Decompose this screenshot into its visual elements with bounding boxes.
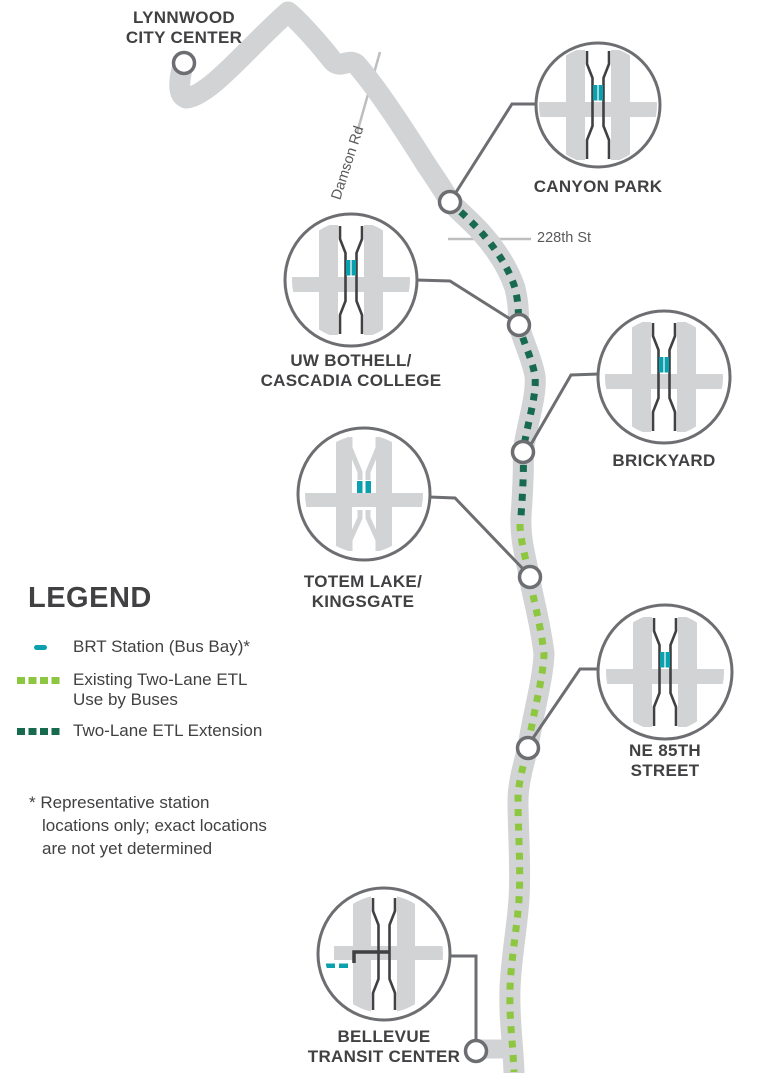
station-label-brickyard: BRICKYARD xyxy=(612,451,716,470)
callout-canyon-park xyxy=(534,41,662,169)
connector-totem-lake xyxy=(428,495,528,574)
station-label-totem-lake: TOTEM LAKE/ KINGSGATE xyxy=(303,572,423,612)
legend-heading: LEGEND xyxy=(28,582,152,614)
station-marker-bellevue xyxy=(463,1038,489,1064)
legend-item-label: BRT Station (Bus Bay)* xyxy=(73,637,251,656)
station-marker-brickyard xyxy=(510,439,536,465)
connector-brickyard xyxy=(528,372,600,447)
etl-extension-legend-icon xyxy=(17,728,63,735)
road-label-228th-st: 228th St xyxy=(537,230,592,246)
legend-item-existing-etl: Existing Two-Lane ETL Use by Buses xyxy=(17,670,248,711)
station-label-canyon-park: CANYON PARK xyxy=(533,177,663,196)
etl-existing-dashes xyxy=(506,523,548,1073)
callout-bellevue xyxy=(316,886,452,1022)
station-marker-lynnwood xyxy=(171,50,197,76)
brt-station-legend-icon xyxy=(33,645,47,650)
legend-item-brt-station: BRT Station (Bus Bay)* xyxy=(17,637,250,657)
callout-brickyard xyxy=(596,309,732,445)
station-marker-ne-85th xyxy=(515,735,541,761)
legend-item-label: Existing Two-Lane ETL Use by Buses xyxy=(73,670,248,710)
station-marker-canyon-park xyxy=(437,189,463,215)
legend-footnote: * Representative station locations only;… xyxy=(29,793,267,858)
legend-item-etl-extension: Two-Lane ETL Extension xyxy=(17,721,262,741)
station-label-bellevue: BELLEVUE TRANSIT CENTER xyxy=(307,1027,461,1067)
station-marker-uw-bothell xyxy=(506,312,532,338)
connector-canyon-park xyxy=(451,102,537,198)
connector-bellevue xyxy=(449,954,478,1043)
callout-ne-85th xyxy=(596,603,734,741)
existing-etl-legend-icon xyxy=(17,677,63,684)
callout-totem-lake xyxy=(296,426,432,562)
connector-uw-bothell xyxy=(415,278,516,324)
callout-uw-bothell xyxy=(283,212,419,348)
station-marker-totem-lake xyxy=(517,564,543,590)
station-label-uw-bothell: UW BOTHELL/ CASCADIA COLLEGE xyxy=(260,351,442,391)
station-label-lynnwood: LYNNWOOD CITY CENTER xyxy=(125,8,243,48)
connector-ne-85th xyxy=(529,667,599,742)
station-label-ne-85th: NE 85TH STREET xyxy=(628,741,701,781)
legend-item-label: Two-Lane ETL Extension xyxy=(73,721,263,740)
